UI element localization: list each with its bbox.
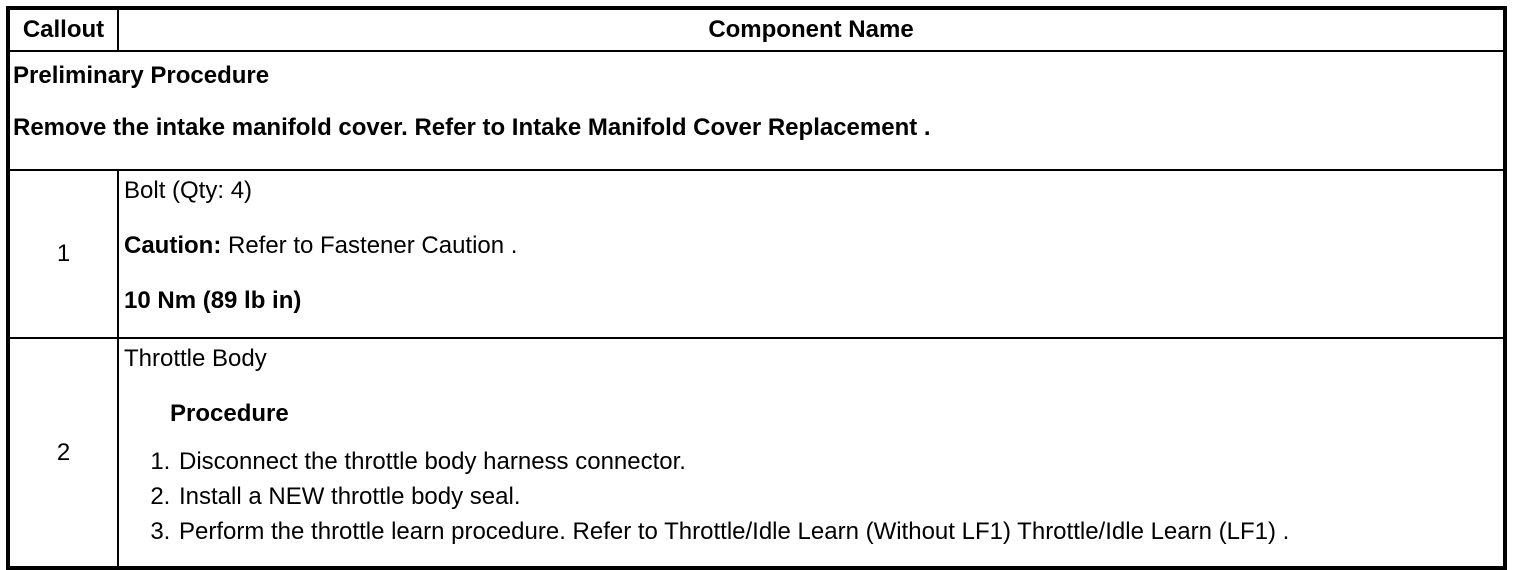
table-row-bolt: 1 Bolt (Qty: 4) Caution: Refer to Fasten…: [7, 169, 1506, 339]
component-cell-throttle-body: Throttle Body Procedure Disconnect the t…: [117, 337, 1506, 569]
procedure-steps-list: Disconnect the throttle body harness con…: [124, 444, 1495, 549]
component-callout-table: Callout Component Name Preliminary Proce…: [6, 6, 1507, 570]
preliminary-procedure-title: Preliminary Procedure: [13, 62, 270, 89]
preliminary-procedure-instruction: Remove the intake manifold cover. Refer …: [13, 114, 931, 141]
component-name-throttle-body: Throttle Body: [124, 345, 267, 372]
caution-label: Caution:: [124, 232, 222, 259]
caution-note: Caution: Refer to Fastener Caution .: [124, 232, 1495, 260]
component-name-column-header: Component Name: [117, 7, 1506, 52]
table-row-throttle-body: 2 Throttle Body Procedure Disconnect the…: [7, 337, 1506, 569]
procedure-step: Install a NEW throttle body seal.: [177, 479, 1495, 514]
caution-text: Refer to Fastener Caution .: [227, 232, 518, 259]
component-name-bolt: Bolt (Qty: 4): [124, 177, 253, 204]
page: Callout Component Name Preliminary Proce…: [0, 0, 1520, 524]
preliminary-procedure-cell: Preliminary Procedure Remove the intake …: [7, 50, 1506, 171]
table-header-row: Callout Component Name: [7, 7, 1506, 52]
callout-column-header: Callout: [7, 7, 119, 52]
component-cell-bolt: Bolt (Qty: 4) Caution: Refer to Fastener…: [117, 169, 1506, 339]
procedure-step: Disconnect the throttle body harness con…: [177, 444, 1495, 479]
preliminary-procedure-row: Preliminary Procedure Remove the intake …: [7, 50, 1506, 171]
procedure-heading: Procedure: [170, 400, 289, 427]
torque-spec: 10 Nm (89 lb in): [124, 287, 302, 314]
procedure-step: Perform the throttle learn procedure. Re…: [177, 514, 1495, 549]
callout-number-2: 2: [7, 337, 119, 569]
callout-number-1: 1: [7, 169, 119, 339]
